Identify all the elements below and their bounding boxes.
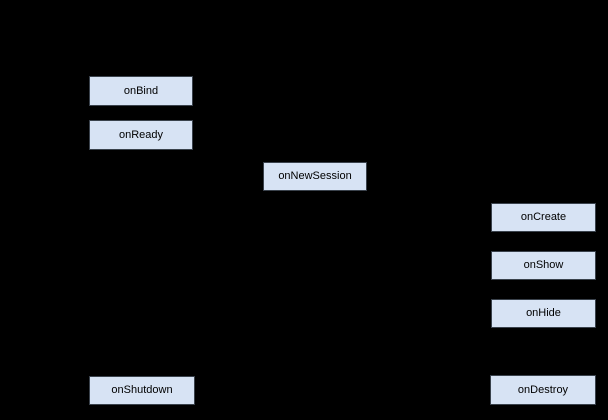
node-onbind: onBind — [89, 76, 193, 106]
node-ondestroy: onDestroy — [490, 375, 596, 405]
node-onshutdown: onShutdown — [89, 376, 195, 405]
node-oncreate: onCreate — [491, 203, 596, 232]
node-onshow: onShow — [491, 251, 596, 280]
node-onready: onReady — [89, 120, 193, 150]
node-onnewsession: onNewSession — [263, 162, 367, 191]
node-onhide: onHide — [491, 299, 596, 328]
